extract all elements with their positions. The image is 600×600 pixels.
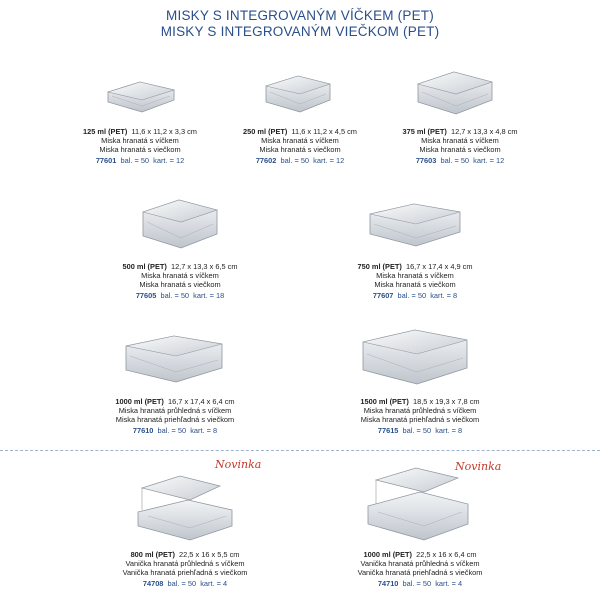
product-volume: 375 ml (PET): [402, 127, 447, 136]
product-desc-cz: Miska hranatá s víčkem: [101, 136, 179, 145]
product-desc-cz: Miska hranatá s víčkem: [261, 136, 339, 145]
product-77602-spec: 250 ml (PET) 11,6 x 11,2 x 4,5 cm Miska …: [215, 127, 385, 165]
product-code: 77602: [255, 156, 277, 165]
product-74710-spec: 1000 ml (PET) 22,5 x 16 x 6,4 cm Vanička…: [335, 550, 505, 588]
container-77602-image: [264, 75, 332, 113]
product-volume: 1000 ml (PET): [363, 550, 412, 559]
product-desc-sk: Miska hranatá s viečkom: [374, 280, 456, 289]
product-dims: 22,5 x 16 x 6,4 cm: [416, 550, 477, 559]
product-code: 77607: [372, 291, 394, 300]
product-bal: bal. = 50: [280, 156, 310, 165]
product-volume: 1500 ml (PET): [360, 397, 409, 406]
product-desc-cz: Miska hranatá průhledná s víčkem: [118, 406, 232, 415]
product-dims: 11,6 x 11,2 x 3,3 cm: [131, 127, 197, 136]
product-dims: 18,5 x 19,3 x 7,8 cm: [413, 397, 480, 406]
product-bal: bal. = 50: [440, 156, 470, 165]
product-bal: bal. = 50: [120, 156, 150, 165]
novinka-badge-74708: Novinka: [215, 458, 262, 471]
container-77615-image: [362, 329, 468, 385]
product-bal: bal. = 50: [157, 426, 187, 435]
product-desc-cz: Miska hranatá s víčkem: [141, 271, 219, 280]
product-77610-spec: 1000 ml (PET) 16,7 x 17,4 x 6,4 cm Miska…: [90, 397, 260, 435]
product-dims: 16,7 x 17,4 x 4,9 cm: [405, 262, 473, 271]
product-77603-spec: 375 ml (PET) 12,7 x 13,3 x 4,8 cm Miska …: [375, 127, 545, 165]
product-kart: kart. = 12: [153, 156, 185, 165]
product-kart: kart. = 4: [435, 579, 463, 588]
product-dims: 12,7 x 13,3 x 6,5 cm: [170, 262, 238, 271]
container-77607-image: [369, 203, 461, 247]
product-bal: bal. = 50: [402, 426, 432, 435]
page-title-line2: MISKY S INTEGROVANÝM VIEČKOM (PET): [160, 24, 440, 39]
product-kart: kart. = 8: [430, 291, 458, 300]
product-code: 74708: [142, 579, 164, 588]
product-bal: bal. = 50: [397, 291, 427, 300]
product-desc-sk: Miska hranatá s viečkom: [99, 145, 181, 154]
product-code: 74710: [377, 579, 399, 588]
product-77605-spec: 500 ml (PET) 12,7 x 13,3 x 6,5 cm Miska …: [95, 262, 265, 300]
container-74710-image: [367, 467, 469, 541]
container-74708-image: [137, 475, 233, 541]
product-74708-spec: 800 ml (PET) 22,5 x 16 x 5,5 cm Vanička …: [100, 550, 270, 588]
product-bal: bal. = 50: [167, 579, 197, 588]
product-77615-spec: 1500 ml (PET) 18,5 x 19,3 x 7,8 cm Miska…: [335, 397, 505, 435]
product-desc-cz: Miska hranatá s víčkem: [376, 271, 454, 280]
product-dims: 22,5 x 16 x 5,5 cm: [179, 550, 240, 559]
product-desc-cz: Vanička hranatá průhledná s víčkem: [360, 559, 480, 568]
product-desc-sk: Miska hranatá s viečkom: [139, 280, 221, 289]
product-77607-spec: 750 ml (PET) 16,7 x 17,4 x 4,9 cm Miska …: [330, 262, 500, 300]
product-volume: 500 ml (PET): [122, 262, 167, 271]
product-77601-spec: 125 ml (PET) 11,6 x 11,2 x 3,3 cm Miska …: [60, 127, 220, 165]
product-volume: 250 ml (PET): [243, 127, 288, 136]
product-dims: 11,6 x 11,2 x 4,5 cm: [291, 127, 357, 136]
product-desc-sk: Vanička hranatá priehľadná s viečkom: [357, 568, 483, 577]
page-title-line1: MISKY S INTEGROVANÝM VÍČKEM (PET): [166, 8, 434, 23]
product-volume: 1000 ml (PET): [115, 397, 164, 406]
product-volume: 125 ml (PET): [83, 127, 128, 136]
product-desc-sk: Miska hranatá s viečkom: [419, 145, 501, 154]
product-code: 77610: [132, 426, 154, 435]
product-desc-sk: Miska hranatá priehľadná s viečkom: [115, 415, 235, 424]
product-volume: 800 ml (PET): [130, 550, 175, 559]
container-77603-image: [416, 71, 494, 115]
product-code: 77605: [135, 291, 157, 300]
product-desc-sk: Miska hranatá priehľadná s viečkom: [360, 415, 480, 424]
novinka-badge-74710: Novinka: [455, 460, 502, 473]
container-77601-image: [106, 81, 176, 113]
product-dims: 12,7 x 13,3 x 4,8 cm: [450, 127, 518, 136]
product-volume: 750 ml (PET): [357, 262, 402, 271]
product-kart: kart. = 12: [473, 156, 505, 165]
product-kart: kart. = 8: [435, 426, 463, 435]
section-divider: [0, 450, 600, 451]
product-desc-sk: Miska hranatá s viečkom: [259, 145, 341, 154]
product-desc-cz: Miska hranatá průhledná s víčkem: [363, 406, 477, 415]
container-77610-image: [125, 335, 223, 383]
product-code: 77603: [415, 156, 437, 165]
product-kart: kart. = 8: [190, 426, 218, 435]
product-code: 77615: [377, 426, 399, 435]
product-desc-cz: Miska hranatá s víčkem: [421, 136, 499, 145]
product-code: 77601: [95, 156, 117, 165]
product-desc-cz: Vanička hranatá průhledná s víčkem: [125, 559, 245, 568]
product-desc-sk: Vanička hranatá priehľadná s viečkom: [122, 568, 248, 577]
product-bal: bal. = 50: [402, 579, 432, 588]
product-kart: kart. = 18: [193, 291, 225, 300]
product-kart: kart. = 4: [200, 579, 228, 588]
container-77605-image: [141, 199, 219, 249]
product-kart: kart. = 12: [313, 156, 345, 165]
product-dims: 16,7 x 17,4 x 6,4 cm: [168, 397, 235, 406]
product-bal: bal. = 50: [160, 291, 190, 300]
